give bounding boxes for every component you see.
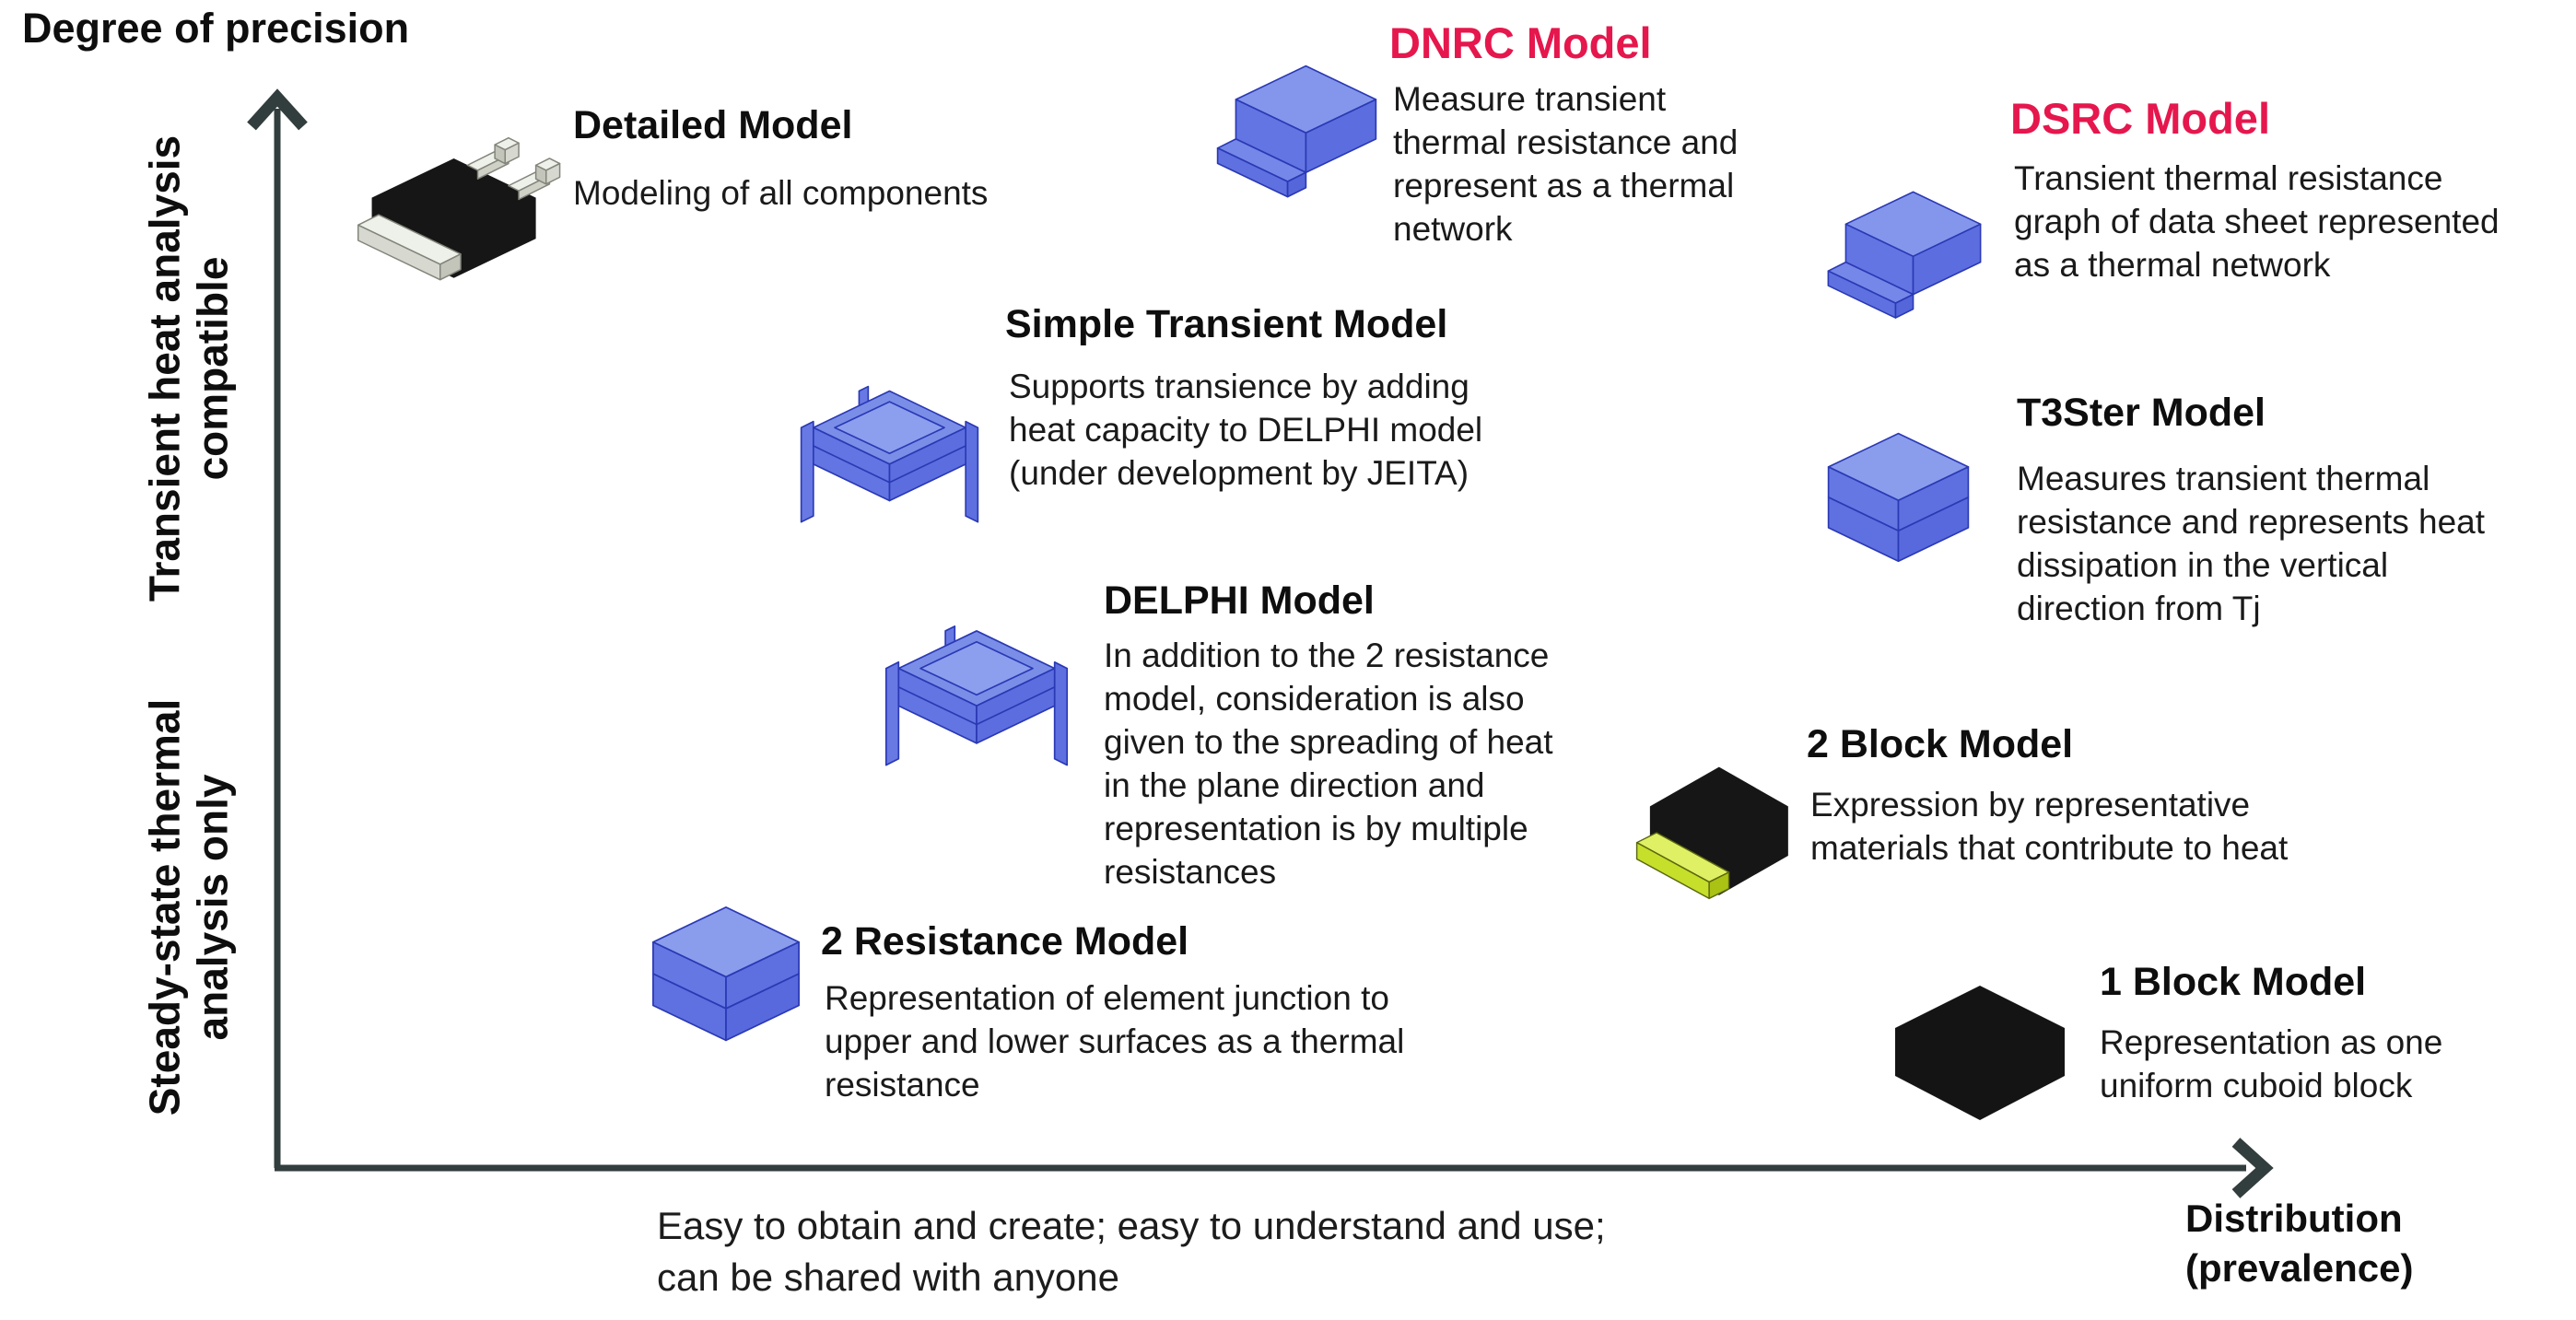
- 2-resistance-model-block-icon: [647, 901, 805, 1046]
- model-title: Simple Transient Model: [1005, 302, 1448, 346]
- y-axis-lower-label: Steady-state thermal analysis only: [140, 698, 237, 1116]
- 1-block-model-icon: [1891, 982, 2068, 1124]
- model-title: 1 Block Model: [2100, 960, 2367, 1004]
- t3ster-model-block-icon: [1822, 427, 1974, 567]
- model-title: 2 Resistance Model: [821, 919, 1189, 964]
- dnrc-model-block-icon: [1212, 60, 1382, 203]
- model-description: Representation as one uniform cuboid blo…: [2100, 1023, 2443, 1104]
- y-axis-upper-label: Transient heat analysis compatible: [140, 134, 237, 602]
- model-description: Measure transient thermal resistance and…: [1393, 80, 1739, 248]
- model-title: DNRC Model: [1389, 18, 1652, 67]
- model-title: DELPHI Model: [1104, 578, 1375, 623]
- figure-title: Degree of precision: [22, 5, 410, 52]
- 2-block-model-icon: [1633, 764, 1795, 905]
- model-title: Detailed Model: [573, 103, 853, 147]
- y-axis-arrowhead-icon: [247, 88, 308, 131]
- simple-transient-model-package-icon: [795, 376, 984, 534]
- model-title: DSRC Model: [2010, 94, 2270, 143]
- x-axis-label: Distribution (prevalence): [2185, 1197, 2414, 1290]
- model-description: Measures transient thermal resistance an…: [2017, 460, 2486, 627]
- model-description: Transient thermal resistance graph of da…: [2014, 159, 2500, 284]
- model-description: Modeling of all components: [573, 174, 989, 212]
- x-axis-arrowhead-icon: [2231, 1138, 2274, 1198]
- detailed-model-chip-icon: [355, 134, 567, 285]
- delphi-model-package-icon: [880, 615, 1073, 777]
- model-title: 2 Block Model: [1807, 722, 2074, 766]
- model-title: T3Ster Model: [2017, 391, 2266, 435]
- model-description: Representation of element junction to up…: [825, 979, 1405, 1104]
- model-description: In addition to the 2 resistance model, c…: [1104, 637, 1553, 891]
- model-description: Supports transience by adding heat capac…: [1009, 368, 1483, 492]
- dsrc-model-block-icon: [1822, 186, 1986, 323]
- model-description: Expression by representative materials t…: [1810, 786, 2289, 867]
- x-axis-caption: Easy to obtain and create; easy to under…: [657, 1204, 1606, 1299]
